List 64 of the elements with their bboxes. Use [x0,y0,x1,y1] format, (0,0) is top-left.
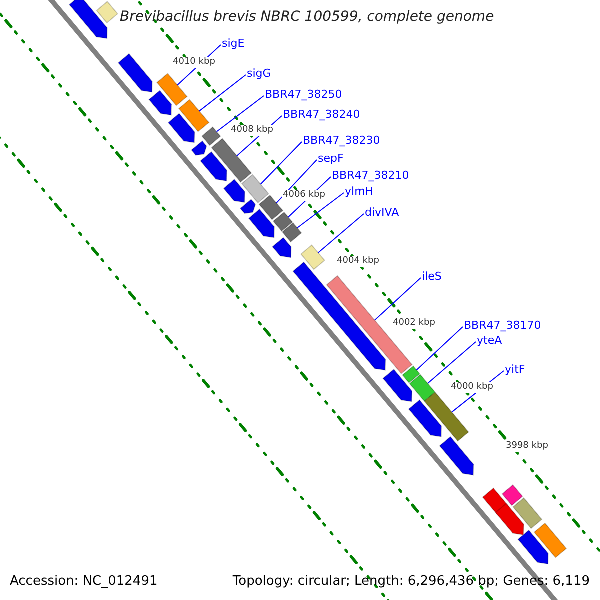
scale-label: 4006 kbp [282,190,326,201]
gene-block [512,497,543,530]
gene-pentagon [439,436,474,476]
leader-line [416,326,464,371]
gene-block [241,174,270,204]
leader-line [374,278,422,321]
gene-label: yitF [505,363,526,376]
gene-pentagon [148,90,172,116]
gene-label: ylmH [345,185,374,198]
leader-line [318,214,364,254]
scale-label: 4010 kbp [172,57,216,68]
gene-label: BBR47_38240 [283,108,360,121]
gene-block [156,73,188,106]
gene-block [409,374,436,402]
gene-pentagon [495,503,524,536]
gene-label: BBR47_38230 [303,134,380,147]
gene-block [300,244,326,270]
accession-text: Accession: NC_012491 [10,574,158,589]
gene-block [424,392,470,442]
leader-line [198,74,246,112]
gene-label: divIVA [365,206,400,219]
gene-pentagon [248,208,275,238]
leader-line [276,160,318,204]
gene-block [326,275,413,374]
gene-label: ileS [422,270,442,283]
gene-label: sigE [222,37,245,50]
gene-pentagon [200,151,228,182]
gene-pentagon [240,198,256,214]
leader-line [216,96,264,132]
scale-label: 4004 kbp [336,256,380,267]
gene-label: BBR47_38170 [464,319,542,332]
gene-label: BBR47_38250 [265,88,342,101]
title: Brevibacillus brevis NBRC 100599, complete genome [120,9,494,25]
gene-block [178,99,210,132]
gene-block [202,126,222,146]
leader-line [427,342,476,384]
gene-pentagon [168,113,196,144]
gene-block [502,484,524,506]
gene-pentagon [408,400,442,438]
gene-label: BBR47_38210 [332,169,410,182]
leader-line [260,142,302,185]
gene-block [211,138,252,183]
gene-pentagon [191,140,208,156]
gene-block [534,522,568,558]
leader-line [296,192,344,229]
scale-label: 3998 kbp [505,441,550,452]
gene-block [96,1,118,24]
scale-label: 4000 kbp [450,382,494,393]
topology-text: Topology: circular; Length: 6,296,436 bp; Genes: 6,119 [232,574,590,589]
gene-pentagon [118,53,153,93]
gene-block [258,194,284,220]
gene-pentagon [68,0,108,40]
scale-label: 4008 kbp [230,125,274,136]
gene-block [402,366,421,384]
scale-label: 4002 kbp [392,318,436,329]
gene-label: sigG [247,67,272,80]
gene-pentagon [518,530,549,565]
gene-label: yteA [477,334,502,347]
gene-pentagon [223,178,246,204]
gene-pentagon [382,368,412,402]
gene-block [282,222,302,243]
gene-pentagon [272,237,292,258]
gene-label: sepF [318,152,344,165]
gene-block [272,212,294,232]
